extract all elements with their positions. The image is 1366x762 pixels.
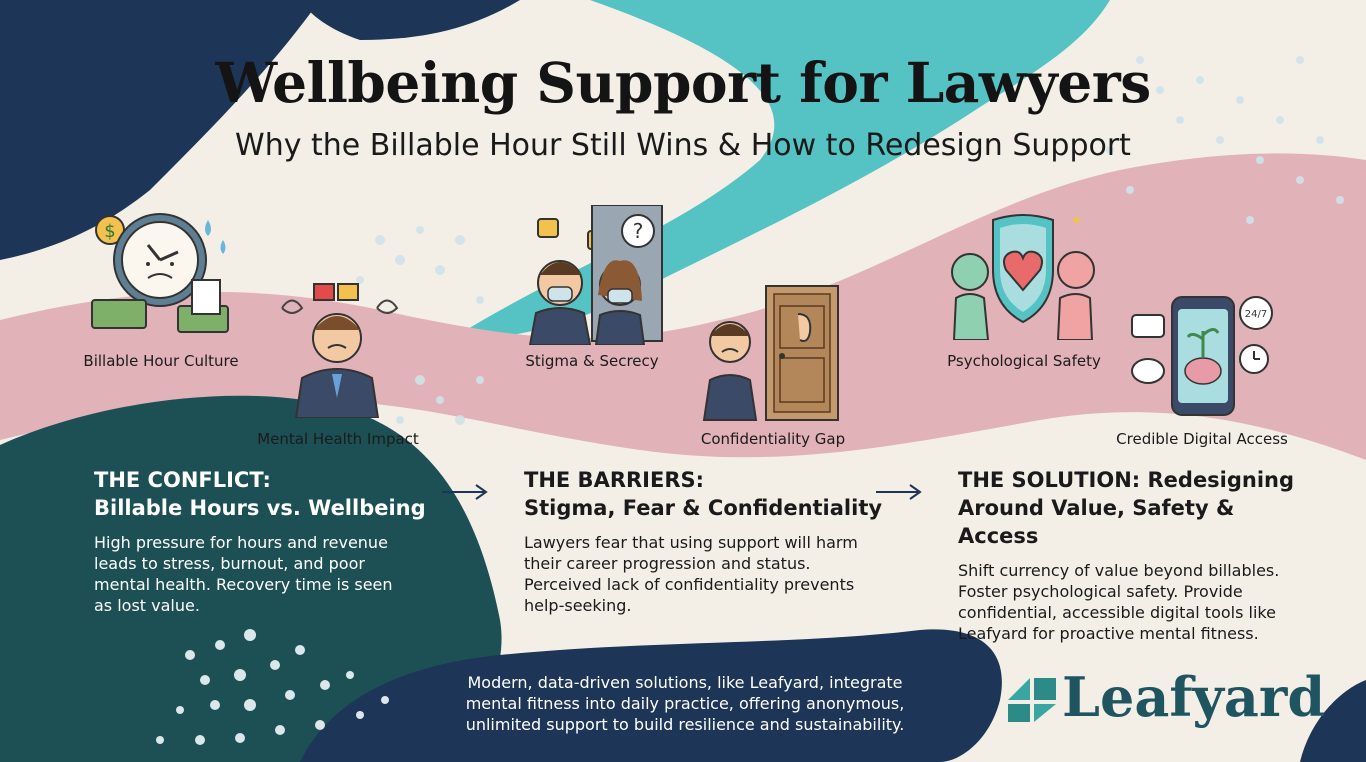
label-billable-hour-culture: Billable Hour Culture [83, 352, 239, 370]
svg-text:$: $ [104, 221, 115, 242]
section-solution-body: Shift currency of value beyond billables… [958, 560, 1318, 644]
section-solution: THE SOLUTION: Redesigning Around Value, … [958, 466, 1318, 644]
section-solution-heading-1: THE SOLUTION: Redesigning [958, 468, 1295, 492]
body-line: confidential, accessible digital tools l… [958, 603, 1276, 622]
shield-heart-icon: ✦ [951, 211, 1095, 340]
section-conflict: THE CONFLICT: Billable Hours vs. Wellbei… [94, 466, 434, 616]
page-subtitle: Why the Billable Hour Still Wins & How t… [235, 128, 1131, 163]
clock-money-icon: $ [91, 213, 229, 333]
body-line: Shift currency of value beyond billables… [958, 561, 1280, 580]
footer-text: Modern, data-driven solutions, like Leaf… [420, 672, 950, 735]
footer-line: mental fitness into daily practice, offe… [465, 694, 905, 713]
label-mental-health-impact: Mental Health Impact [257, 430, 419, 448]
svg-text:24/7: 24/7 [1245, 309, 1267, 320]
body-line: their career progression and status. [524, 554, 811, 573]
body-line: leads to stress, burnout, and poor [94, 554, 365, 573]
body-line: help-seeking. [524, 596, 632, 615]
footer-line: unlimited support to build resilience an… [465, 715, 905, 734]
body-line: High pressure for hours and revenue [94, 533, 388, 552]
label-psychological-safety: Psychological Safety [947, 352, 1101, 370]
section-barriers-body: Lawyers fear that using support will har… [524, 532, 884, 616]
leaf-logo-icon [1008, 678, 1056, 722]
section-solution-heading-2: Around Value, Safety & Access [958, 496, 1235, 548]
arrow-icon [876, 484, 922, 500]
body-line: Foster psychological safety. Provide [958, 582, 1243, 601]
arrow-icon [442, 484, 488, 500]
svg-text:✦: ✦ [1070, 211, 1083, 230]
section-conflict-body: High pressure for hours and revenue lead… [94, 532, 434, 616]
section-barriers: THE BARRIERS: Stigma, Fear & Confidentia… [524, 466, 884, 616]
section-barriers-heading-2: Stigma, Fear & Confidentiality [524, 496, 883, 520]
svg-text:?: ? [633, 219, 644, 243]
footer-line: Modern, data-driven solutions, like Leaf… [467, 673, 903, 692]
section-barriers-heading-1: THE BARRIERS: [524, 468, 705, 492]
body-line: mental health. Recovery time is seen [94, 575, 393, 594]
section-conflict-heading-1: THE CONFLICT: [94, 468, 271, 492]
body-line: Lawyers fear that using support will har… [524, 533, 858, 552]
body-line: Perceived lack of confidentiality preven… [524, 575, 855, 594]
section-conflict-heading-2: Billable Hours vs. Wellbeing [94, 496, 426, 520]
masked-colleagues-icon: ? [528, 205, 663, 345]
body-line: Leafyard for proactive mental fitness. [958, 624, 1259, 643]
phone-brain-icon: 24/7 [1131, 296, 1273, 416]
label-stigma-secrecy: Stigma & Secrecy [525, 352, 659, 370]
door-ear-icon [702, 285, 839, 421]
page-title: Wellbeing Support for Lawyers [215, 50, 1151, 115]
brand-name: Leafyard [1062, 665, 1326, 729]
body-line: as lost value. [94, 596, 200, 615]
label-confidentiality-gap: Confidentiality Gap [700, 430, 846, 448]
stressed-lawyer-icon [281, 283, 399, 418]
label-credible-digital-access: Credible Digital Access [1116, 430, 1288, 448]
